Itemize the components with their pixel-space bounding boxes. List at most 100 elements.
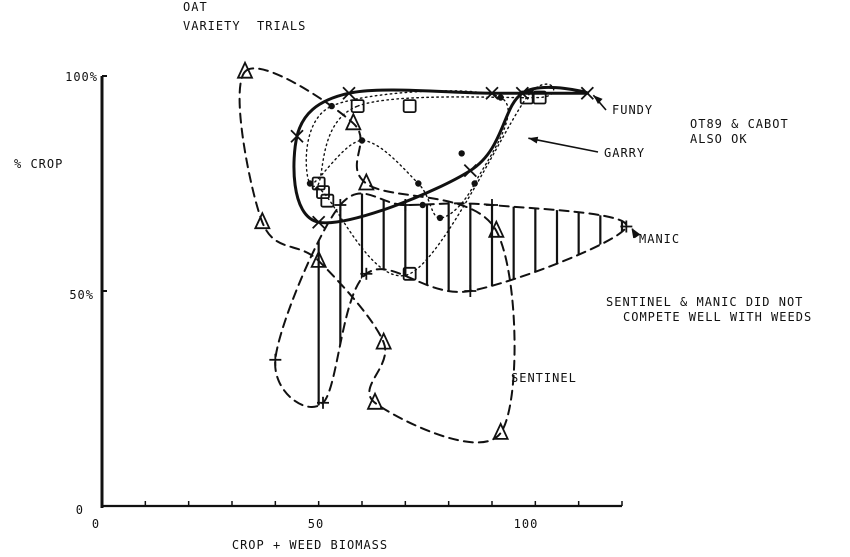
data-point-manic [620,220,633,233]
data-point-garry [436,214,444,222]
marker-shape [320,193,335,208]
leader-line-manic [631,228,635,239]
leader-arrowhead [528,136,539,144]
outline-sentinel [238,67,516,444]
leader-arrowhead [632,228,641,239]
chart-title-line-2: VARIETY TRIALS [183,19,307,33]
data-point-manic [317,396,329,409]
outline-garry [305,90,509,219]
data-point-sentinel [487,219,505,238]
marker-shape [344,112,362,131]
marker-stroke [485,86,499,100]
marker-stroke [342,86,356,100]
data-point-sentinel [492,421,510,440]
marker-shape [311,176,326,191]
data-point-fundy [580,86,594,100]
marker-shape [236,60,254,79]
x-tick-label-100: 100 [513,517,539,531]
marker-shape [402,266,417,281]
annotation-ot89-cabot-line-1: OT89 & CABOT [690,117,789,131]
marker-shape [419,201,426,209]
data-point-manic [334,199,347,211]
data-point-ot89-cabot-also-ok [311,176,326,191]
marker-shape [306,180,314,187]
x-axis-label: CROP + WEED BIOMASS [231,538,389,552]
data-point-garry [497,94,504,101]
data-point-fundy [312,215,326,229]
marker-shape [497,94,504,101]
data-point-garry [415,180,422,187]
annotation-fundy: FUNDY [612,103,654,117]
data-point-sentinel [366,391,384,410]
annotation-garry: GARRY [604,146,646,160]
data-point-manic [360,267,373,280]
data-point-garry [328,102,335,110]
data-point-ot89-cabot-also-ok [402,99,417,113]
marker-stroke [515,86,529,100]
y-tick-label-100: 100% [65,70,98,84]
data-point-manic [486,199,498,211]
marker-stroke [290,129,304,143]
marker-stroke [463,163,477,178]
chart-title-line-1: OAT [183,0,208,14]
marker-shape [458,150,465,157]
marker-shape [402,99,417,113]
data-point-fundy [342,86,356,100]
data-point-fundy [515,86,529,100]
data-point-manic [399,199,412,211]
leader-line-garry [528,137,599,153]
data-point-garry [419,201,426,209]
marker-shape [471,180,478,187]
marker-shape [436,214,444,222]
data-point-ot89-cabot-also-ok [519,90,534,105]
annotation-ot89-cabot-line-2: ALSO OK [690,132,748,146]
data-point-ot89-cabot-also-ok [350,99,365,113]
data-point-garry [471,180,478,187]
marker-stroke [312,215,326,229]
y-tick-label-0: 0 [75,503,84,517]
annotation-manic: MANIC [639,232,681,246]
y-axis-label: % CROP [14,157,64,171]
data-point-fundy [463,163,477,178]
marker-shape [532,90,547,105]
marker-shape [350,99,365,113]
marker-shape [519,90,534,105]
marker-shape [253,211,271,230]
marker-shape [328,102,335,110]
annotation-sentinel: SENTINEL [511,371,577,385]
marker-shape [487,219,505,238]
marker-stroke [580,86,594,100]
data-point-garry [358,137,366,144]
data-point-manic [269,353,282,366]
data-point-sentinel [236,60,254,79]
marker-shape [358,137,366,144]
marker-shape [375,331,393,350]
data-point-garry [306,180,314,187]
data-point-fundy [290,129,304,143]
data-point-sentinel [375,331,393,350]
x-tick-label-50: 50 [307,517,325,531]
data-point-sentinel [344,112,362,131]
y-tick-label-50: 50% [69,288,94,302]
data-point-sentinel [253,211,271,230]
marker-shape [366,391,384,410]
marker-shape [357,172,375,191]
data-point-manic [464,285,477,297]
marker-shape [492,421,510,440]
leader-arrowhead [593,95,603,104]
data-point-sentinel [310,249,328,268]
marker-shape [415,180,422,187]
data-point-fundy [485,86,499,100]
data-point-ot89-cabot-also-ok [320,193,335,208]
data-point-garry [458,150,465,157]
x-tick-label-0: 0 [91,517,101,531]
marker-shape [310,249,328,268]
annotation-competition-line-1: SENTINEL & MANIC DID NOT [606,295,804,309]
data-point-ot89-cabot-also-ok [316,185,330,200]
data-point-ot89-cabot-also-ok [532,90,547,105]
outline-fundy [292,85,589,225]
outline-ot89-cabot-also-ok [312,83,555,277]
marker-shape [316,185,330,200]
